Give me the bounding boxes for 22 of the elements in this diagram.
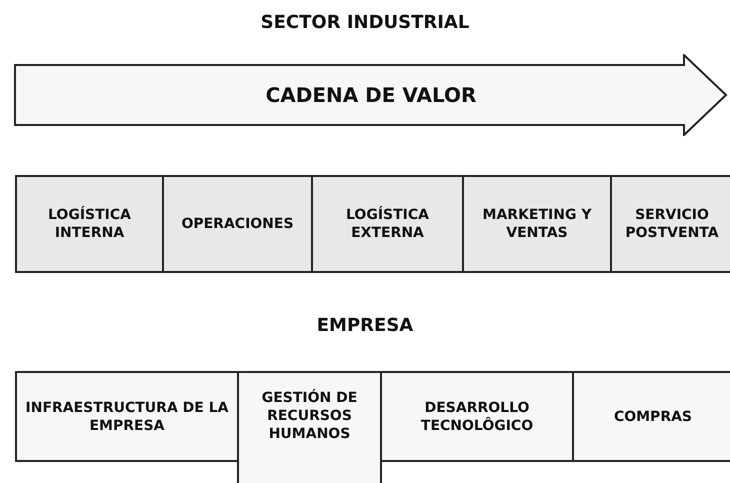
activity-box bbox=[162, 175, 313, 273]
activity-label: GESTIÓN DE RECURSOS HUMANOS bbox=[260, 389, 358, 443]
activity-label: SERVICIO POSTVENTA bbox=[624, 206, 720, 242]
activity-label: DESARROLLO TECNOLÔGICO bbox=[420, 398, 534, 434]
section-heading: EMPRESA bbox=[316, 315, 414, 336]
activity-box bbox=[15, 175, 164, 273]
arrow-banner bbox=[14, 54, 728, 136]
activity-box bbox=[462, 175, 612, 273]
activity-box bbox=[237, 371, 382, 483]
activity-box bbox=[610, 175, 730, 273]
activity-box bbox=[15, 371, 239, 462]
activity-label: LOGÍSTICA INTERNA bbox=[47, 206, 132, 242]
activity-label: COMPRAS bbox=[612, 408, 694, 426]
activity-label: OPERACIONES bbox=[180, 215, 295, 233]
activity-box bbox=[572, 371, 730, 462]
banner-label: CADENA DE VALOR bbox=[264, 86, 478, 104]
title: SECTOR INDUSTRIAL bbox=[260, 12, 470, 33]
activity-label: LOGÍSTICA EXTERNA bbox=[345, 206, 430, 242]
activity-label: MARKETING Y VENTAS bbox=[482, 206, 592, 242]
activity-label: INFRAESTRUCTURA DE LA EMPRESA bbox=[24, 398, 230, 434]
activity-box bbox=[380, 371, 574, 462]
activity-box bbox=[311, 175, 464, 273]
